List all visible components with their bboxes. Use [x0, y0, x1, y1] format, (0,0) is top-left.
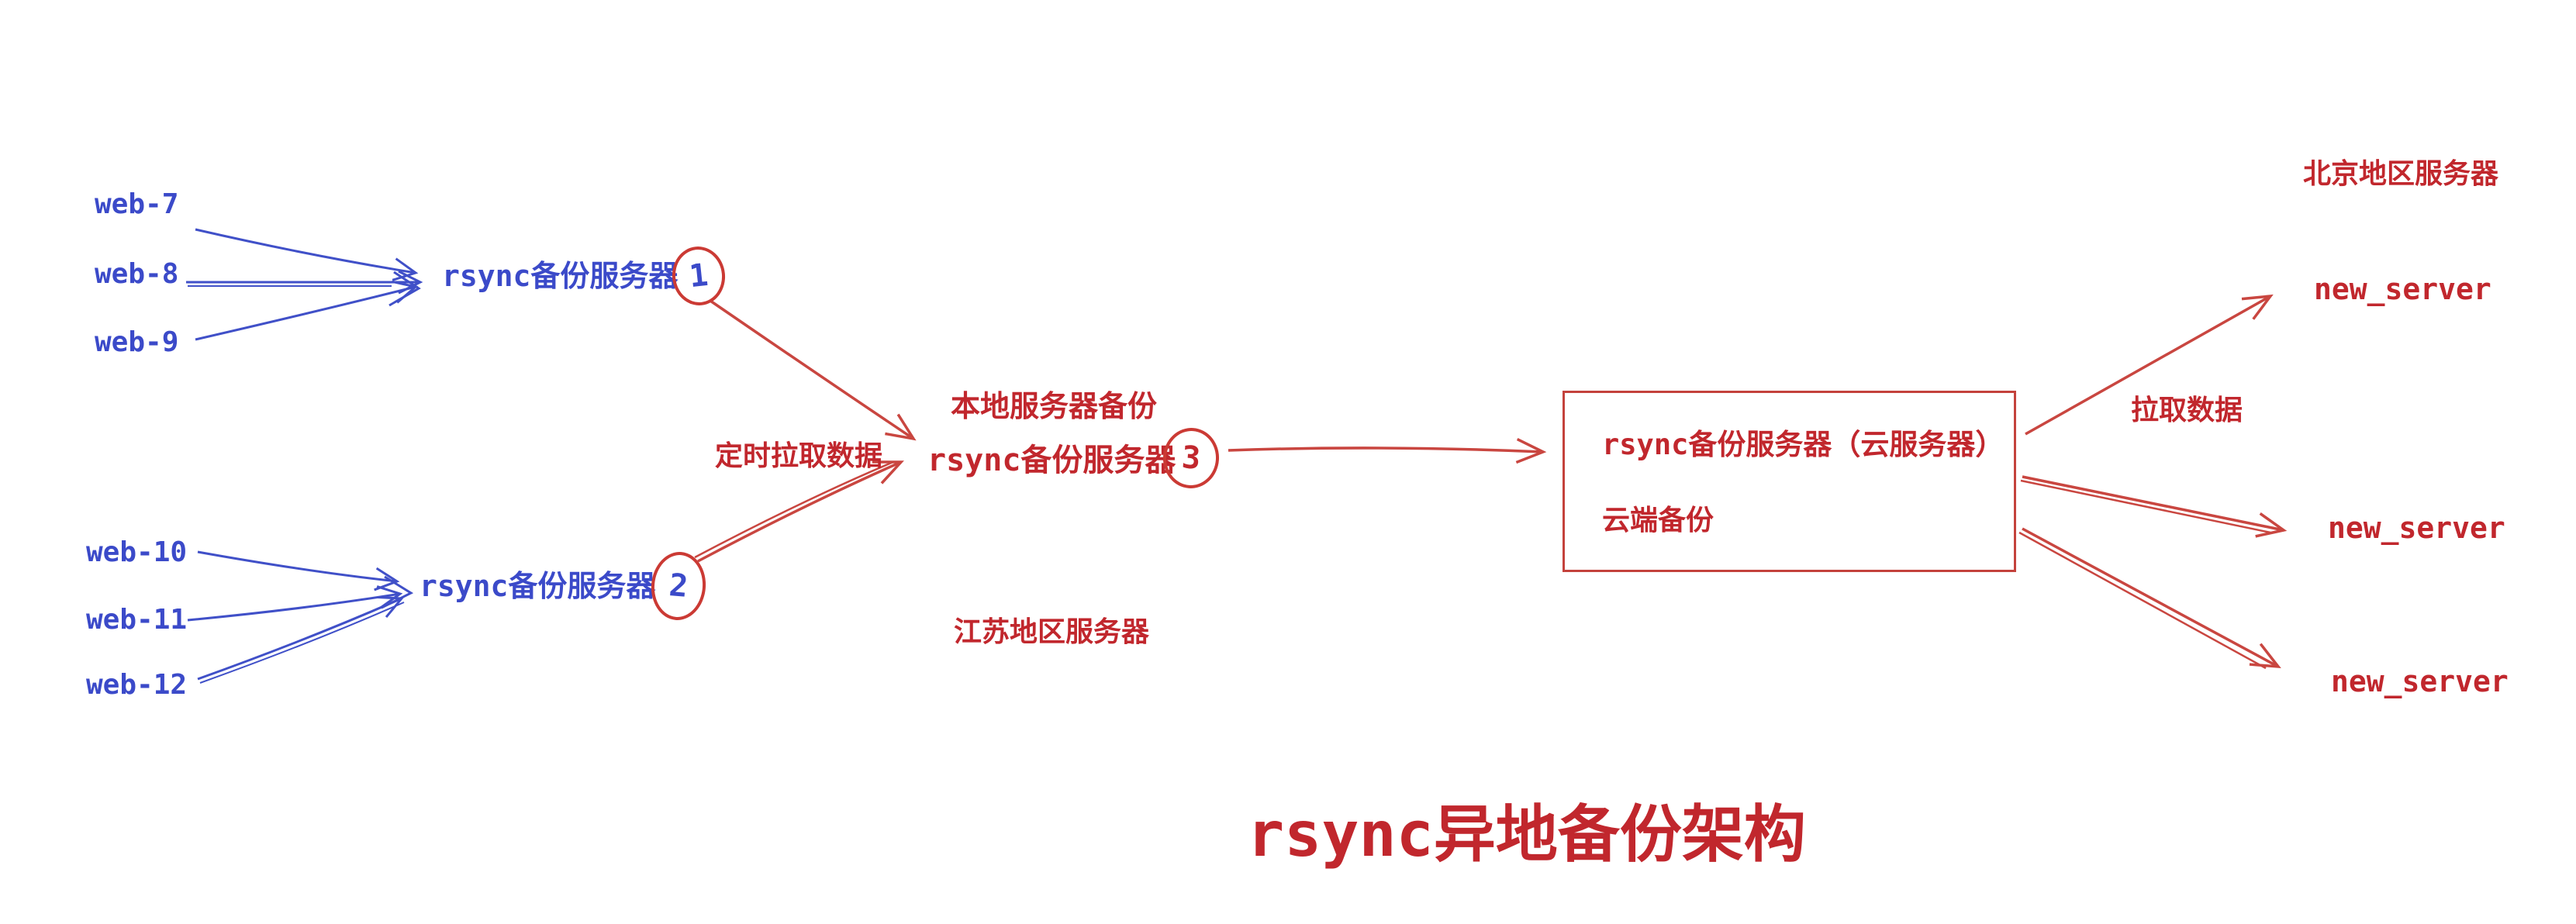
arrow-cloud-to-new-server-2	[2022, 475, 2288, 538]
arrow-cloud-to-new-server-3-echo	[2018, 531, 2267, 670]
stray-arrowhead-rsync-1	[388, 271, 421, 307]
arrow-web-10-to-rsync-2	[197, 550, 400, 591]
node-web-9: web-9	[95, 326, 179, 358]
node-new-server-3: new_server	[2331, 664, 2509, 698]
node-web-11: web-11	[86, 604, 188, 636]
cloud-box-title: rsync备份服务器（云服务器）	[1602, 428, 2005, 461]
arrow-web-12-to-rsync-2-echo	[199, 602, 405, 684]
arrow-rsync-1-to-rsync-3	[710, 299, 917, 441]
node-rsync-backup-3-label: rsync备份服务器	[927, 443, 1176, 478]
label-scheduled-pull: 定时拉取数据	[715, 440, 883, 471]
arrow-rsync-2-to-rsync-3-echo	[694, 460, 894, 559]
node-web-12: web-12	[86, 669, 188, 701]
diagram-title: rsync异地备份架构	[1247, 798, 1806, 871]
cloud-box-subtitle: 云端备份	[1602, 504, 1714, 536]
arrow-web-7-to-rsync-1	[195, 228, 419, 281]
node-new-server-2: new_server	[2328, 511, 2505, 545]
cloud-server-box: rsync备份服务器（云服务器） 云端备份	[1563, 391, 2016, 572]
caption-jiangsu-region: 江苏地区服务器	[954, 615, 1150, 647]
badge-1-number: 1	[687, 257, 710, 295]
node-rsync-backup-1-label: rsync备份服务器	[442, 259, 679, 293]
label-pull-data: 拉取数据	[2131, 394, 2243, 426]
node-web-10: web-10	[86, 536, 188, 568]
arrow-web-9-to-rsync-1	[195, 280, 419, 341]
stray-arrowhead-rsync-2	[381, 575, 414, 609]
badge-3-number: 3	[1180, 440, 1202, 477]
arrow-web-11-to-rsync-2	[187, 585, 403, 622]
arrow-rsync-3-to-cloud-box	[1228, 437, 1547, 464]
badge-2-number: 2	[667, 567, 690, 605]
arrow-cloud-to-new-server-1	[2025, 294, 2274, 436]
node-web-8: web-8	[95, 258, 179, 290]
node-rsync-backup-2-label: rsync备份服务器	[420, 569, 656, 603]
node-web-7: web-7	[95, 188, 179, 220]
caption-beijing-region: 北京地区服务器	[2303, 157, 2499, 189]
arrow-cloud-to-new-server-3	[2022, 527, 2281, 669]
arrow-web-12-to-rsync-2	[197, 595, 405, 681]
node-new-server-1: new_server	[2314, 272, 2491, 306]
caption-local-backup: 本地服务器备份	[951, 391, 1158, 423]
arrow-rsync-2-to-rsync-3	[697, 460, 904, 563]
arrow-cloud-to-new-server-2-echo	[2020, 479, 2271, 534]
